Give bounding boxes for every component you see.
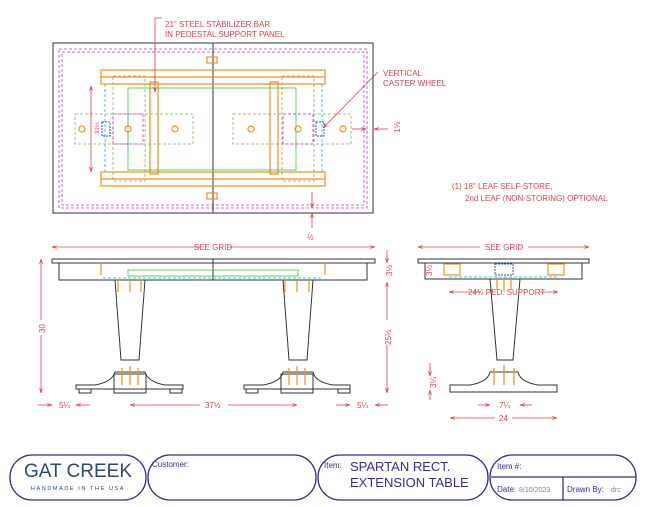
slide-end: [443, 263, 461, 276]
plan-view: 21" STEEL STABILIZER BAR IN PEDESTAL SUP…: [52, 17, 447, 242]
front-spacing-label: 37½: [205, 401, 221, 410]
caster-right: [315, 121, 325, 137]
leaf-latch: [206, 56, 218, 64]
pedestal-plate-right: [281, 75, 315, 182]
front-apron-label: 3½: [385, 265, 394, 276]
side-column-base-label: 7¼: [499, 401, 510, 410]
front-view: SEE GRID 30 3½ 25½ 5¼ 37½ 5¼: [38, 243, 394, 410]
bolt-icon: [171, 125, 179, 133]
bolt-icon: [78, 125, 86, 133]
drawn-by-value: drc: [611, 487, 621, 494]
foot-pad: [245, 388, 259, 394]
side-ped-support-label: 24¼ PED. SUPPORT: [468, 288, 545, 297]
leaf-latch: [206, 192, 218, 200]
drawn-by-label: Drawn By:: [567, 485, 604, 494]
foot-outline-right: [232, 113, 352, 145]
stabilizer-bar-left: [149, 81, 159, 175]
dim-right-label: 1⅝: [393, 122, 402, 133]
foot-pad: [78, 388, 92, 394]
pedestal-column-right: [282, 279, 314, 361]
caster-left: [101, 121, 111, 137]
leaf-profile: [127, 269, 299, 277]
leaf-note: (1) 18" LEAF SELF-STORE,: [452, 182, 553, 191]
customer-label: Customer:: [152, 460, 189, 469]
title-block: GAT CREEK HANDMADE IN THE USA Customer: …: [9, 454, 637, 501]
front-width-label: SEE GRID: [194, 243, 232, 252]
caster-note: CASTER WHEEL: [383, 79, 447, 88]
foot-outline-left: [74, 113, 194, 145]
column-block-right: [282, 113, 314, 145]
bolt-icon: [294, 125, 302, 133]
pedestal-base-right: [243, 371, 351, 390]
leaf-outline: [127, 87, 297, 171]
dim-left-label: 31½: [94, 122, 101, 134]
item-number-label: Item #:: [497, 462, 521, 471]
bolt-icon: [124, 125, 132, 133]
side-base-width-label: 24: [499, 414, 508, 423]
caster-note: VERTICAL: [383, 69, 423, 78]
front-overhang-left-label: 5¼: [59, 401, 70, 410]
stabilizer-note: IN PEDESTAL SUPPORT PANEL: [165, 30, 285, 39]
logo-panel: [9, 454, 147, 501]
pedestal-base-left: [75, 371, 184, 390]
date-value: 8/10/2023: [519, 487, 550, 494]
side-apron-label: 3½: [425, 265, 434, 276]
pedestal-base: [449, 371, 558, 393]
front-overhang-right-label: 5¼: [357, 401, 368, 410]
date-label: Date:: [497, 485, 516, 494]
stabilizer-note: 21" STEEL STABILIZER BAR: [165, 20, 270, 29]
front-height-label: 30: [38, 324, 47, 333]
bolts: [100, 264, 326, 385]
caster-leader: [323, 71, 379, 128]
bolts: [493, 277, 515, 385]
foot-pad: [337, 388, 351, 394]
side-base-height-label: 3¼: [429, 377, 438, 388]
item-panel: [317, 454, 489, 501]
pedestal-column: [489, 278, 521, 361]
logo-name: GAT CREEK: [24, 461, 132, 482]
caster: [494, 263, 514, 276]
customer-panel: [147, 454, 317, 501]
item-name-line1: SPARTAN RECT.: [350, 459, 450, 474]
side-width-label: SEE GRID: [485, 243, 523, 252]
foot-pad: [169, 388, 183, 394]
front-leg-height-label: 25½: [384, 329, 393, 345]
bolt-icon: [247, 125, 255, 133]
apron: [424, 262, 583, 280]
item-label: Item:: [324, 461, 342, 470]
tabletop: [417, 258, 590, 264]
dim-bottom-label: ½: [307, 233, 314, 242]
logo-tagline: HANDMADE IN THE USA: [31, 486, 125, 492]
leaf-note: 2nd LEAF (NON-STORING) OPTIONAL: [465, 194, 608, 203]
column-block-left: [112, 113, 144, 145]
side-view: SEE GRID 3½ 24¼ PED. SUPPORT 3¼ 7¼ 24: [417, 243, 590, 423]
slide-end: [547, 263, 565, 276]
stabilizer-bar-right: [269, 81, 279, 175]
pedestal-column-left: [114, 279, 146, 361]
bolt-icon: [339, 125, 347, 133]
item-name-line2: EXTENSION TABLE: [350, 475, 469, 490]
pedestal-plate-left: [112, 75, 146, 182]
